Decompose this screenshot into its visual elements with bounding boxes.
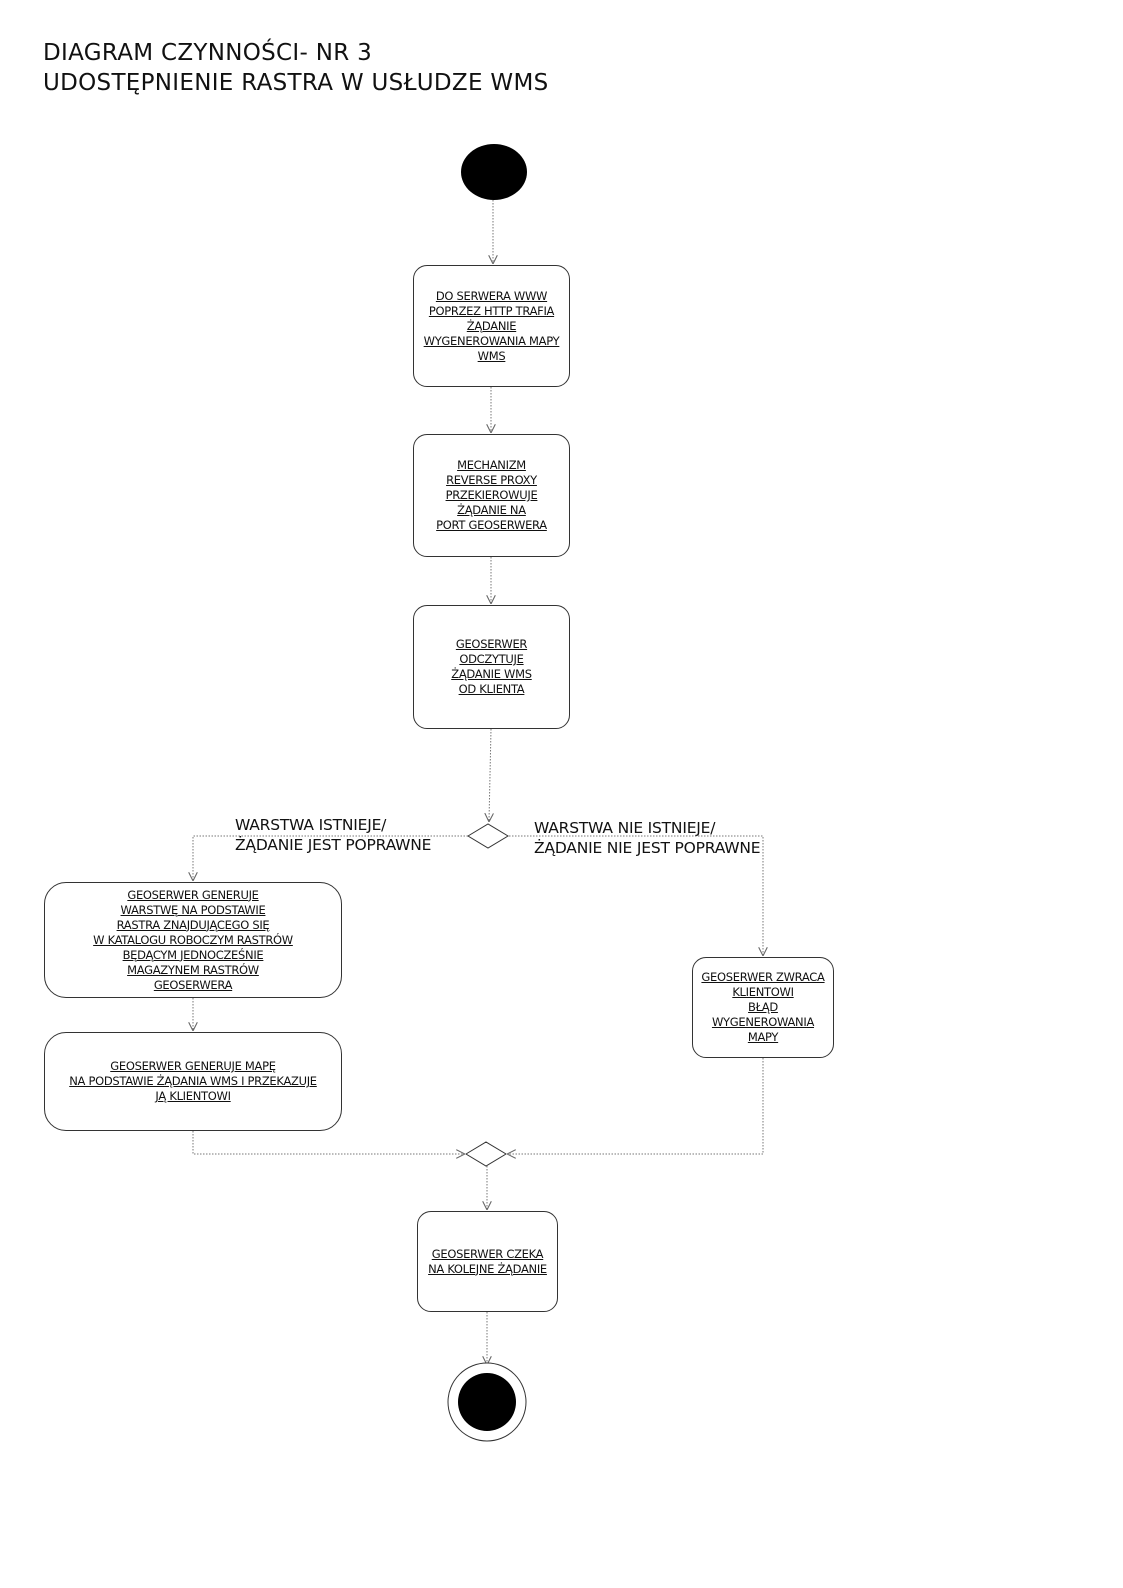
action-generate-layer: GEOSERWER GENERUJE WARSTWĘ NA PODSTAWIE … <box>44 882 342 998</box>
flow-decision-yes <box>193 835 468 880</box>
diagram-title-line-2: UDOSTĘPNIENIE RASTRA W USŁUDZE WMS <box>43 70 549 96</box>
merge-node <box>465 1141 507 1167</box>
action-generate-map-label: GEOSERWER GENERUJE MAPĘ NA PODSTAWIE ŻĄD… <box>69 1059 317 1103</box>
flow-read-to-decision <box>489 728 491 821</box>
flow-decision-no <box>509 835 763 955</box>
diagram-title-line-1: DIAGRAM CZYNNOŚCI- NR 3 <box>43 40 373 66</box>
guard-layer-exists: WARSTWA ISTNIEJE/ ŻĄDANIE JEST POPRAWNE <box>235 816 432 854</box>
action-generate-map: GEOSERWER GENERUJE MAPĘ NA PODSTAWIE ŻĄD… <box>44 1032 342 1131</box>
flow-map-to-merge <box>192 1131 464 1154</box>
action-return-error-label: GEOSERWER ZWRACA KLIENTOWI BŁĄD WYGENERO… <box>701 970 825 1044</box>
action-return-error: GEOSERWER ZWRACA KLIENTOWI BŁĄD WYGENERO… <box>692 957 834 1058</box>
action-generate-layer-label: GEOSERWER GENERUJE WARSTWĘ NA PODSTAWIE … <box>93 887 293 992</box>
action-reverse-proxy-label: MECHANIZM REVERSE PROXY PRZEKIEROWUJE ŻĄ… <box>436 458 547 532</box>
final-node <box>458 1373 516 1431</box>
action-wait-next-request-label: GEOSERWER CZEKA NA KOLEJNE ŻĄDANIE <box>428 1246 547 1276</box>
action-reverse-proxy: MECHANIZM REVERSE PROXY PRZEKIEROWUJE ŻĄ… <box>413 434 570 557</box>
initial-node <box>461 144 527 200</box>
action-request-arrives-label: DO SERWERA WWW POPRZEZ HTTP TRAFIA ŻĄDAN… <box>423 288 560 363</box>
guard-layer-not-exists: WARSTWA NIE ISTNIEJE/ ŻĄDANIE NIE JEST P… <box>534 819 761 857</box>
action-read-request: GEOSERWER ODCZYTUJE ŻĄDANIE WMS OD KLIEN… <box>413 605 570 729</box>
decision-node <box>467 823 509 849</box>
flow-error-to-merge <box>508 1058 764 1154</box>
action-wait-next-request: GEOSERWER CZEKA NA KOLEJNE ŻĄDANIE <box>417 1211 558 1312</box>
action-read-request-label: GEOSERWER ODCZYTUJE ŻĄDANIE WMS OD KLIEN… <box>451 637 532 696</box>
action-request-arrives: DO SERWERA WWW POPRZEZ HTTP TRAFIA ŻĄDAN… <box>413 265 570 387</box>
